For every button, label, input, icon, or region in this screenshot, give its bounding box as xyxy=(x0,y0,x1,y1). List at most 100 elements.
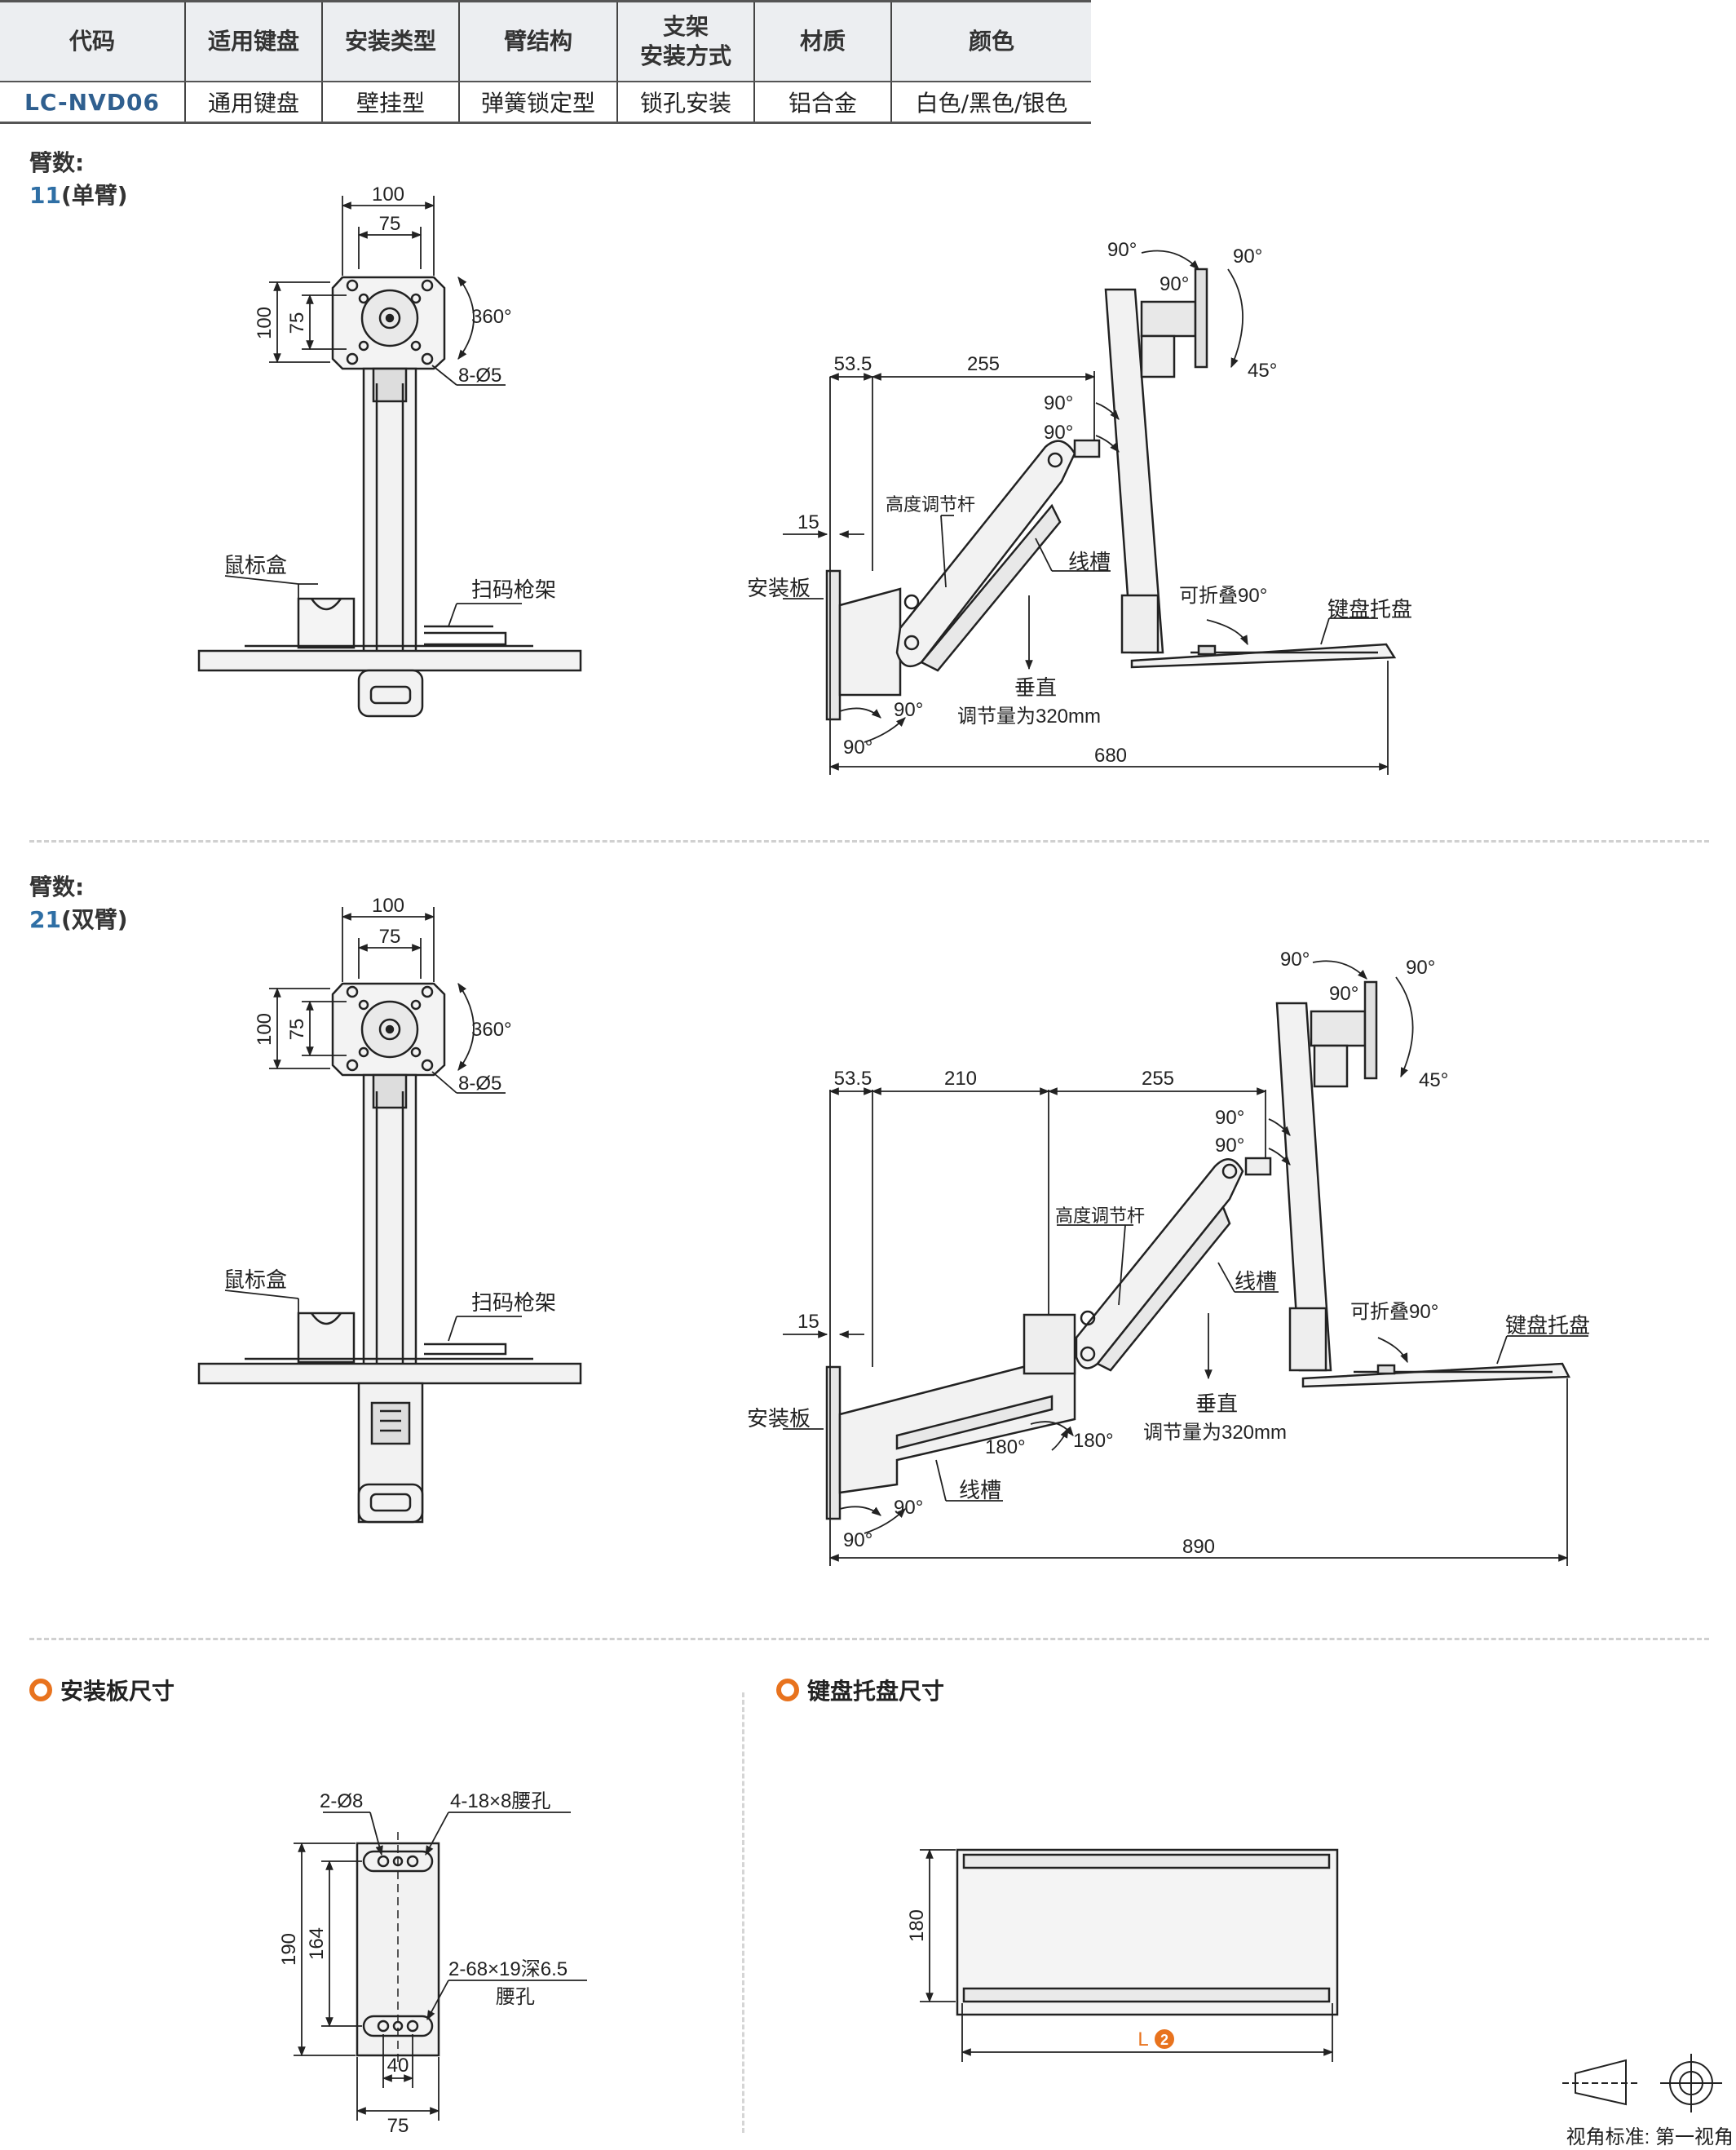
double-angle-45: 45° xyxy=(1419,1069,1448,1091)
single-front-view xyxy=(197,276,582,718)
header-mount-type: 安装类型 xyxy=(322,0,460,82)
single-plate-label: 安装板 xyxy=(747,576,811,600)
plate-dimension-drawing xyxy=(356,1832,440,2067)
single-cable-label: 线槽 xyxy=(1068,550,1111,574)
cell-install: 锁孔安装 xyxy=(617,82,755,124)
arm-count-value: 21(双臂) xyxy=(29,904,128,936)
double-dim-100-v: 100 xyxy=(254,1013,276,1046)
tray-length-badge-number: 2 xyxy=(1160,2032,1168,2048)
plate-dim-75: 75 xyxy=(387,2115,409,2137)
double-dim-75: 75 xyxy=(379,926,401,948)
plate-dim-40: 40 xyxy=(387,2055,409,2077)
single-rotation-label: 360° xyxy=(471,306,512,328)
projection-symbol-icon xyxy=(1562,2054,1722,2112)
header-color: 颜色 xyxy=(891,0,1091,82)
section-divider-1 xyxy=(29,840,1709,843)
double-cable-label-2: 线槽 xyxy=(959,1478,1001,1502)
plate-dim-190: 190 xyxy=(278,1933,300,1966)
cell-mount-type: 壁挂型 xyxy=(322,82,460,124)
spec-data-row: LC-NVD06 通用键盘 壁挂型 弹簧锁定型 锁孔安装 铝合金 白色/黑色/银… xyxy=(0,82,1091,124)
section-divider-vertical xyxy=(742,1692,744,2133)
spec-header-row: 代码 适用键盘 安装类型 臂结构 支架 安装方式 材质 颜色 xyxy=(0,0,1091,82)
double-dim-15: 15 xyxy=(797,1311,819,1333)
double-fold-label: 可折叠90° xyxy=(1350,1301,1438,1323)
double-front-view xyxy=(197,982,582,1524)
header-install-line1: 支架 xyxy=(662,12,709,40)
single-dim-100-v: 100 xyxy=(254,307,276,339)
single-mouse-box-label: 鼠标盒 xyxy=(223,553,287,577)
double-cable-label-1: 线槽 xyxy=(1235,1269,1277,1294)
single-angle-7: 90° xyxy=(843,737,872,759)
double-side-view xyxy=(825,980,1570,1520)
double-rotation-label: 360° xyxy=(471,1019,512,1041)
header-install-line2: 安装方式 xyxy=(639,42,731,69)
single-angle-6: 90° xyxy=(894,699,923,721)
arm-count-num: 21 xyxy=(29,906,61,933)
double-angle-4: 90° xyxy=(1215,1107,1244,1129)
single-dim-75-v: 75 xyxy=(286,312,308,334)
arm-count-value: 11(单臂) xyxy=(29,179,128,212)
double-dim-100: 100 xyxy=(372,895,404,917)
double-dim-255: 255 xyxy=(1142,1068,1174,1090)
single-angle-45: 45° xyxy=(1248,360,1277,382)
projection-label: 视角标准: 第一视角 xyxy=(1566,2126,1734,2148)
tray-dim-length: L xyxy=(1137,2028,1148,2050)
single-dim-255: 255 xyxy=(967,353,1000,375)
double-angle-1: 90° xyxy=(1280,949,1310,971)
single-tray-label: 键盘托盘 xyxy=(1327,597,1412,622)
single-fold-label: 可折叠90° xyxy=(1179,585,1267,607)
spec-table: 代码 适用键盘 安装类型 臂结构 支架 安装方式 材质 颜色 LC-NVD06 … xyxy=(0,0,1091,124)
single-angle-2: 90° xyxy=(1160,273,1189,295)
cell-color: 白色/黑色/银色 xyxy=(891,82,1091,124)
cell-arm-structure: 弹簧锁定型 xyxy=(459,82,618,124)
plate-section-title-text: 安装板尺寸 xyxy=(60,1678,175,1705)
single-height-rod-label: 高度调节杆 xyxy=(886,494,975,515)
single-angle-5: 90° xyxy=(1044,422,1073,444)
tray-section-title-text: 键盘托盘尺寸 xyxy=(807,1678,945,1705)
double-angle-5: 90° xyxy=(1215,1135,1244,1157)
double-tray-label: 键盘托盘 xyxy=(1505,1313,1590,1338)
plate-big-slots-label-2: 腰孔 xyxy=(496,1986,535,2008)
double-angle-6: 90° xyxy=(894,1497,923,1519)
double-dim-210: 210 xyxy=(944,1068,977,1090)
single-dim-75: 75 xyxy=(379,213,401,235)
plate-holes-label: 2-Ø8 xyxy=(320,1790,363,1812)
single-holes-label: 8-Ø5 xyxy=(458,365,501,387)
header-arm-structure: 臂结构 xyxy=(459,0,618,82)
arm-count-name: (单臂) xyxy=(60,182,128,209)
single-dim-100: 100 xyxy=(372,184,404,206)
tray-length-badge xyxy=(1155,2029,1174,2049)
double-mouse-box-label: 鼠标盒 xyxy=(223,1267,287,1292)
double-height-rod-label: 高度调节杆 xyxy=(1055,1206,1145,1226)
plate-dim-164: 164 xyxy=(306,1927,328,1960)
header-keyboard: 适用键盘 xyxy=(185,0,323,82)
single-dim-15: 15 xyxy=(797,511,819,533)
double-angle-2: 90° xyxy=(1329,983,1358,1005)
double-plate-label: 安装板 xyxy=(747,1406,811,1431)
section-divider-2 xyxy=(29,1638,1709,1640)
tray-dim-180: 180 xyxy=(906,1909,928,1942)
plate-section-title: 安装板尺寸 xyxy=(29,1674,174,1706)
double-angle-180-2: 180° xyxy=(1073,1430,1114,1452)
double-holes-label: 8-Ø5 xyxy=(458,1073,501,1095)
single-vertical-range: 调节量为320mm xyxy=(957,706,1101,728)
header-install: 支架 安装方式 xyxy=(617,0,755,82)
section-marker-icon xyxy=(29,1679,52,1701)
plate-big-slots-label: 2-68×19深6.5 xyxy=(448,1958,568,1980)
single-side-view xyxy=(825,268,1397,721)
double-angle-3: 90° xyxy=(1406,957,1435,979)
single-angle-3: 90° xyxy=(1233,246,1262,268)
section-marker-icon xyxy=(776,1679,799,1701)
single-vertical-label: 垂直 xyxy=(1014,675,1057,700)
double-angle-180-1: 180° xyxy=(985,1436,1026,1458)
variant-double-label: 臂数: 21(双臂) xyxy=(29,871,128,936)
single-angle-4: 90° xyxy=(1044,392,1073,414)
header-material: 材质 xyxy=(754,0,892,82)
single-angle-1: 90° xyxy=(1107,239,1137,261)
cell-code: LC-NVD06 xyxy=(0,82,186,124)
single-dim-53-5: 53.5 xyxy=(834,353,872,375)
double-dim-75-v: 75 xyxy=(286,1019,308,1041)
variant-single-label: 臂数: 11(单臂) xyxy=(29,147,128,212)
arm-count-label: 臂数: xyxy=(29,874,85,900)
